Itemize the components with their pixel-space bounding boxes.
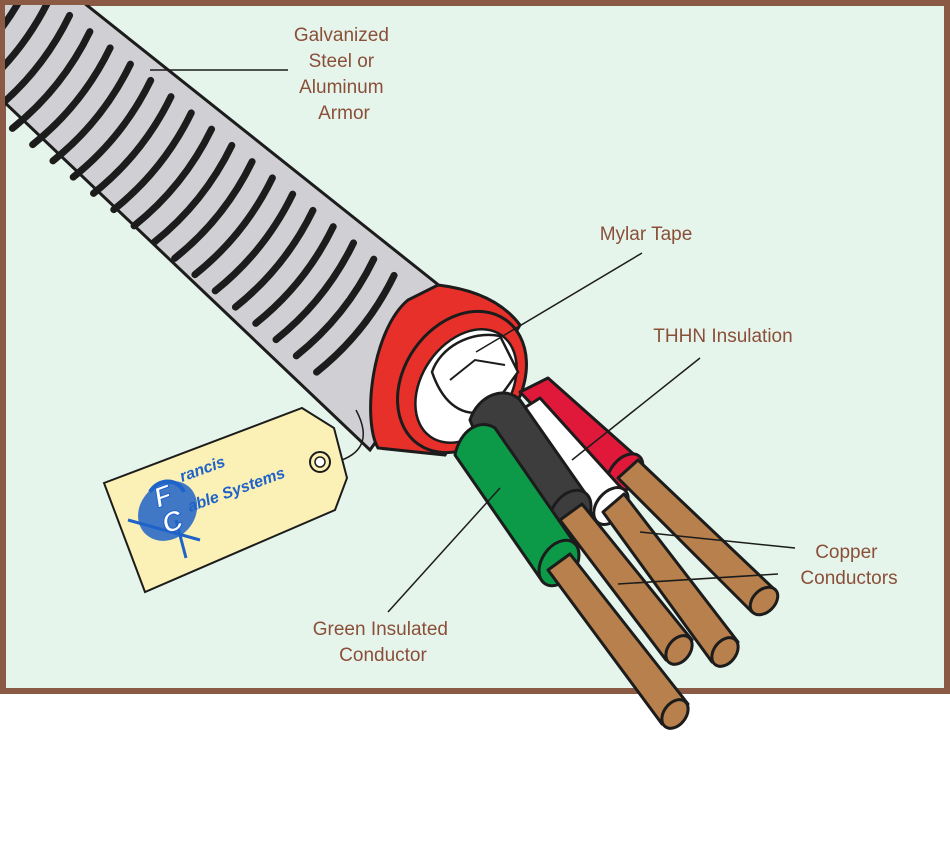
leader-green	[387, 487, 501, 613]
leader-copper-1	[639, 531, 796, 549]
label-armor-line: Galvanized	[294, 25, 389, 46]
armor-groove	[89, 93, 175, 197]
armor-groove	[5, 11, 74, 106]
armor-groove	[231, 206, 317, 311]
armor-groove	[292, 255, 378, 360]
armor-groove	[211, 190, 297, 295]
armor-groove	[313, 271, 398, 376]
label-mylar-line: Mylar Tape	[600, 224, 693, 245]
label-green: Green Insulated Conductor	[313, 619, 453, 666]
leader-lines	[150, 69, 796, 613]
label-thhn-line: THHN Insulation	[653, 326, 792, 347]
armor-groove	[150, 141, 236, 246]
label-armor-line: Armor	[318, 103, 370, 124]
armor-groove	[49, 60, 134, 165]
copper-strand-green	[546, 552, 690, 730]
label-green-line: Green Insulated	[313, 619, 448, 640]
armor-groove	[29, 44, 114, 149]
leader-mylar	[475, 252, 643, 353]
label-thhn: THHN Insulation	[653, 326, 792, 347]
copper-strand-black	[558, 502, 694, 666]
label-mylar: Mylar Tape	[600, 224, 693, 245]
armor-groove	[69, 76, 155, 181]
label-armor: Galvanized Steel or Aluminum Armor	[294, 25, 394, 124]
armor-groove	[272, 239, 358, 344]
armor-groove	[171, 158, 256, 262]
leader-copper-2	[617, 573, 779, 585]
copper-conductors	[546, 458, 780, 730]
label-armor-line: Aluminum	[299, 77, 383, 98]
label-green-line: Conductor	[339, 645, 427, 666]
product-tag: F C rancis able Systems	[102, 406, 349, 594]
label-copper-line: Copper	[815, 542, 878, 563]
copper-strand-red	[616, 458, 780, 617]
copper-strand-white	[601, 492, 740, 668]
armor-groove	[191, 174, 276, 279]
armor-groove	[252, 223, 337, 327]
leader-thhn	[571, 357, 701, 461]
label-copper: Copper Conductors	[800, 542, 897, 589]
armor-groove	[5, 5, 51, 70]
label-armor-line: Steel or	[309, 51, 375, 72]
label-copper-line: Conductors	[800, 568, 897, 589]
armor-groove	[8, 28, 94, 132]
armor-groove	[130, 125, 216, 230]
armor-groove	[110, 109, 195, 214]
